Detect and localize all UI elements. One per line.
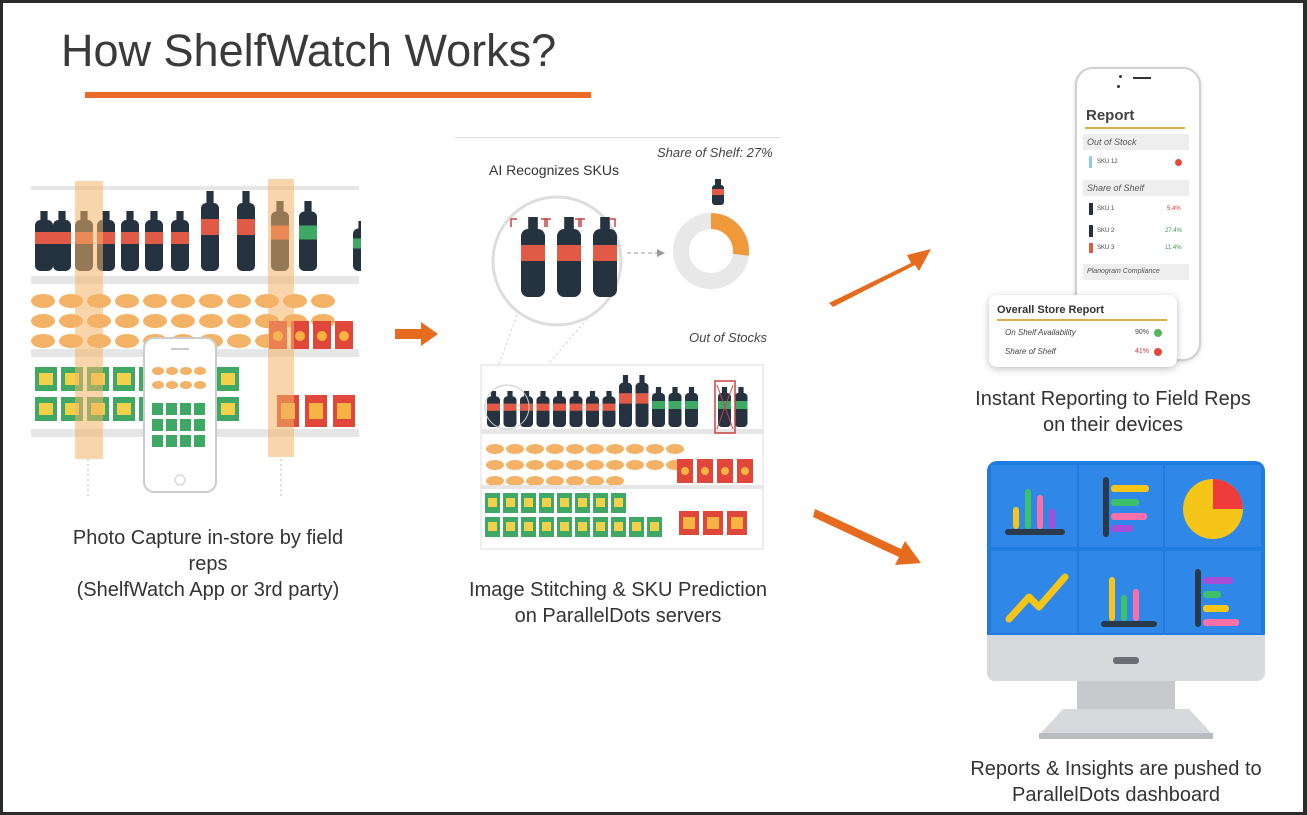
arrow-right-icon: [393, 321, 441, 347]
sos-label: Share of Shelf: [1005, 347, 1056, 356]
arrow-down-right-icon: [811, 499, 925, 569]
sku3-label: SKU 3: [1097, 245, 1114, 251]
share-of-shelf-label: Share of Shelf: 27%: [657, 145, 773, 160]
sku1-label: SKU 1: [1097, 206, 1114, 212]
sku2-label: SKU 2: [1097, 228, 1114, 234]
out-of-stock-section: Out of Stock: [1083, 134, 1189, 150]
osa-label: On Shelf Availability: [1005, 328, 1076, 337]
shelf-photo-illustration: [31, 171, 361, 501]
title-underline: [85, 92, 591, 98]
sku2-value: 27.4%: [1165, 228, 1182, 234]
step2-caption: Image Stitching & SKU Prediction on Para…: [443, 577, 793, 629]
sku1-value: 5.4%: [1167, 206, 1181, 212]
sku3-value: 11.4%: [1165, 245, 1182, 251]
step2-top-rule: [455, 137, 781, 138]
page-title: How ShelfWatch Works?: [61, 25, 556, 77]
step1-caption: Photo Capture in-store by field reps (Sh…: [33, 525, 383, 603]
planogram-section: Planogram Compliance: [1083, 264, 1189, 280]
sos-value: 41%: [1135, 348, 1149, 355]
sku-recognition-illustration: [477, 163, 777, 555]
overall-store-report-card: Overall Store Report On Shelf Availabili…: [989, 295, 1177, 367]
check-icon: [1154, 329, 1162, 337]
store-report-title: Overall Store Report: [997, 304, 1104, 316]
report-title: Report: [1086, 107, 1134, 124]
step3-caption: Instant Reporting to Field Reps on their…: [938, 386, 1288, 438]
alert-icon: [1175, 159, 1182, 166]
slide: How ShelfWatch Works? Photo Capture in-s…: [3, 3, 1303, 812]
step4-caption: Reports & Insights are pushed to Paralle…: [941, 756, 1291, 808]
arrow-up-right-icon: [823, 249, 935, 311]
alert-icon: [1154, 348, 1162, 356]
dashboard-monitor-illustration: [983, 459, 1268, 743]
osa-value: 90%: [1135, 329, 1149, 336]
share-of-shelf-section: Share of Shelf: [1083, 180, 1189, 196]
sku12-label: SKU 12: [1097, 159, 1118, 165]
